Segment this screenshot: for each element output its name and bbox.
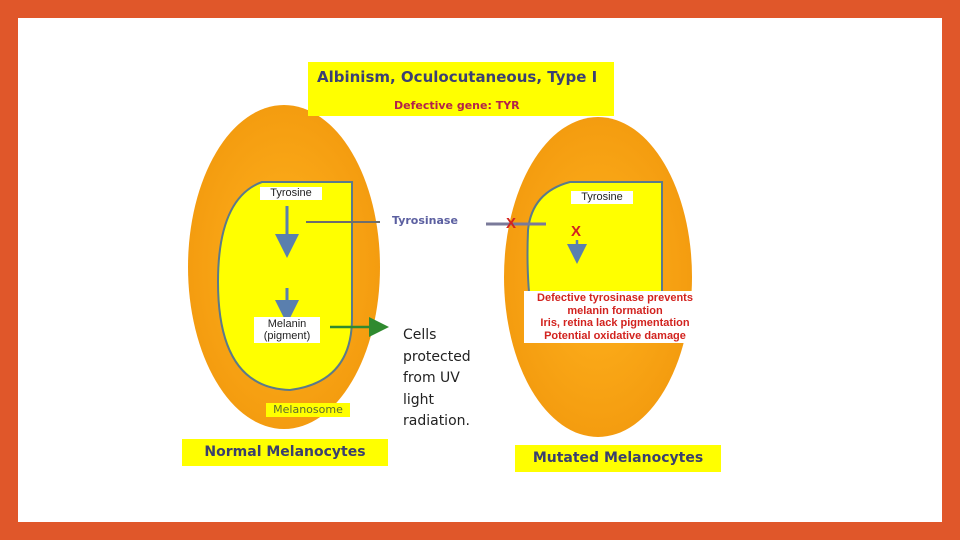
defect-line: Potential oxidative damage (544, 329, 686, 342)
defect-description: Defective tyrosinase prevents melanin fo… (524, 291, 706, 343)
defective-gene-text: Defective gene: TYR (394, 99, 520, 112)
mutated-melanocytes-caption: Mutated Melanocytes (515, 445, 721, 472)
normal-melanosome (216, 181, 353, 392)
uv-protection-note: Cells protected from UV light radiation. (403, 327, 471, 429)
mutated-tyrosine-label: Tyrosine (571, 191, 633, 204)
conversion-blocked-x: X (571, 223, 582, 240)
normal-tyrosine-label: Tyrosine (260, 187, 322, 200)
enzyme-blocked-x: X (506, 215, 517, 232)
melanin-label: Melanin (pigment) (254, 317, 320, 343)
normal-melanocytes-caption: Normal Melanocytes (182, 439, 388, 466)
tyrosinase-label: Tyrosinase (392, 214, 458, 227)
defect-line: Iris, retina lack pigmentation (540, 317, 690, 329)
title-box: Albinism, Oculocutaneous, Type I Defecti… (308, 62, 614, 116)
defect-line: melanin formation (567, 304, 663, 317)
melanosome-label: Melanosome (266, 403, 350, 417)
defect-line: Defective tyrosinase prevents (537, 292, 693, 304)
title-text: Albinism, Oculocutaneous, Type I (317, 68, 598, 86)
